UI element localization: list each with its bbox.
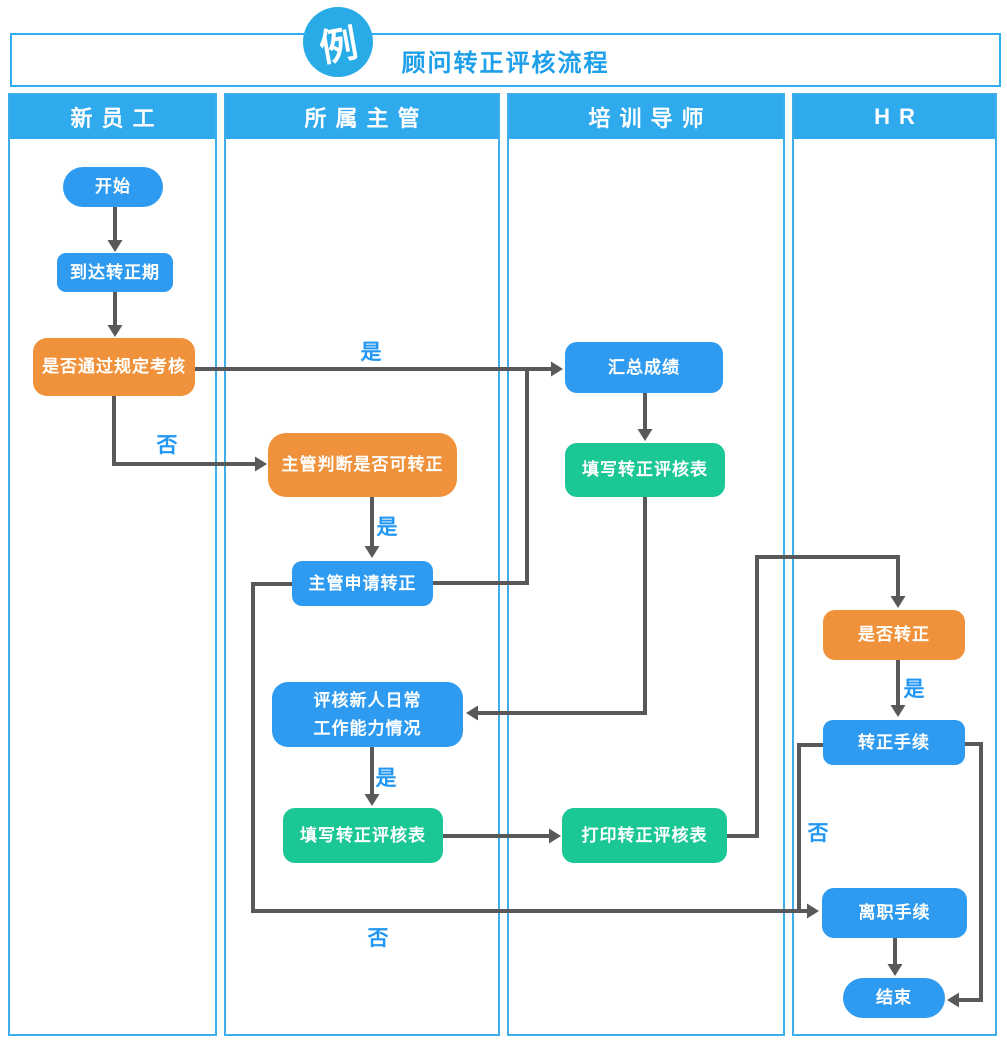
arrowhead-print-form-to-hr-decide — [890, 596, 906, 608]
node-regular-process: 转正手续 — [823, 720, 965, 765]
lane-3: 培训导师 — [507, 93, 785, 1036]
example-badge-text: 例 — [316, 22, 362, 71]
node-end: 结束 — [843, 978, 945, 1018]
edge-print-form-to-hr-decide — [727, 555, 900, 838]
edge-manager-apply-to-collect-scores — [433, 371, 529, 585]
arrowhead-evaluate-daily-to-manager-fill-form — [364, 794, 380, 806]
edge-regular-process-to-leave-process — [797, 743, 823, 910]
lane-4: HR — [792, 93, 997, 1036]
node-leave-process: 离职手续 — [822, 888, 967, 938]
edge-label-7: 否 — [367, 927, 389, 950]
arrowhead-manager-judge-to-manager-apply — [364, 546, 380, 558]
node-manager-apply: 主管申请转正 — [292, 561, 433, 606]
edge-manager-apply-to-leave-process — [251, 582, 807, 913]
edge-regular-process-to-end — [959, 742, 983, 1002]
edge-label-4: 是 — [375, 767, 397, 790]
node-hr-decide: 是否转正 — [823, 610, 965, 660]
edge-label-1: 是 — [360, 341, 382, 364]
arrowhead-regular-process-to-end — [947, 992, 959, 1008]
edge-label-3: 是 — [376, 516, 398, 539]
arrowhead-leave-process-to-end — [887, 964, 903, 976]
diagram-title: 顾问转正评核流程 — [401, 49, 610, 77]
edge-pass-exam-to-manager-judge — [112, 396, 255, 466]
arrowhead-collect-scores-to-mentor-fill-form — [637, 429, 653, 441]
node-pass-exam: 是否通过规定考核 — [33, 338, 195, 396]
node-evaluate-daily: 评核新人日常 工作能力情况 — [272, 682, 463, 747]
lane-header-2: 所属主管 — [226, 95, 498, 139]
example-badge: 例 — [303, 7, 373, 77]
node-print-form: 打印转正评核表 — [562, 808, 727, 863]
arrowhead-hr-decide-to-regular-process — [890, 705, 906, 717]
arrowhead-pass-exam-to-manager-judge — [255, 456, 267, 472]
node-mentor-fill-form: 填写转正评核表 — [565, 443, 725, 497]
node-start: 开始 — [63, 167, 163, 207]
arrowhead-pass-exam-to-collect-scores — [551, 361, 563, 377]
title-box: 顾问转正评核流程 — [10, 33, 1001, 87]
edge-label-6: 否 — [807, 822, 829, 845]
edge-label-2: 否 — [156, 434, 178, 457]
lane-header-4: HR — [794, 95, 995, 139]
arrowhead-manager-fill-form-to-print-form — [549, 828, 561, 844]
lane-header-1: 新员工 — [10, 95, 215, 139]
lane-1: 新员工 — [8, 93, 217, 1036]
node-manager-judge: 主管判断是否可转正 — [268, 433, 457, 497]
arrowhead-reach-probation-to-pass-exam — [107, 325, 123, 337]
edge-mentor-fill-form-to-evaluate-daily — [478, 497, 647, 715]
arrowhead-mentor-fill-form-to-evaluate-daily — [466, 705, 478, 721]
node-collect-scores: 汇总成绩 — [565, 342, 723, 393]
node-reach-probation: 到达转正期 — [57, 253, 173, 292]
arrowhead-manager-apply-to-leave-process — [807, 903, 819, 919]
arrowhead-start-to-reach-probation — [107, 240, 123, 252]
edge-label-5: 是 — [903, 678, 925, 701]
node-manager-fill-form: 填写转正评核表 — [283, 808, 443, 863]
lane-header-3: 培训导师 — [509, 95, 783, 139]
